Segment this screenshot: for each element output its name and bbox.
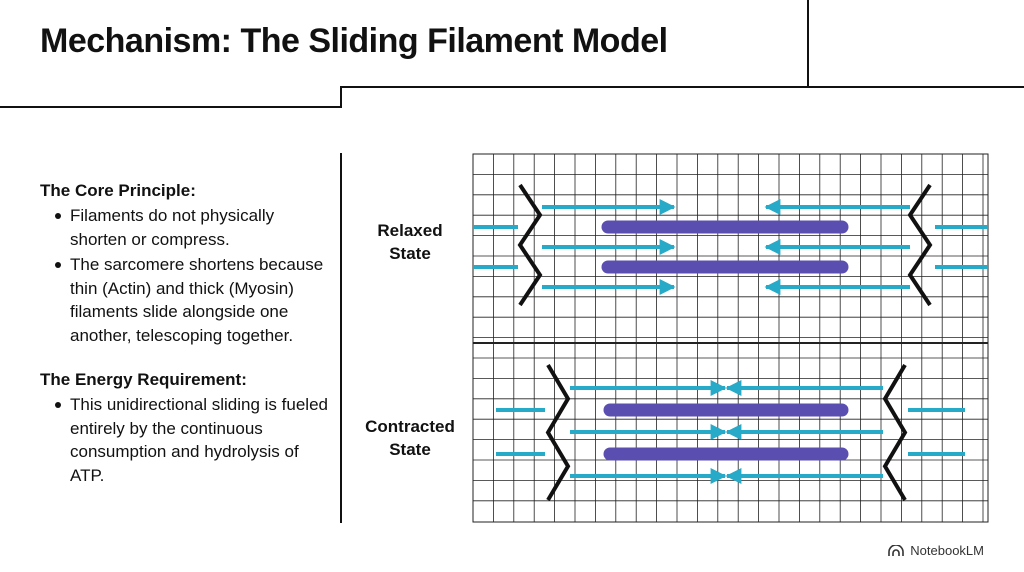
z-line	[517, 183, 543, 307]
contracted-state-label: Contracted State	[350, 415, 470, 461]
bullet-dot	[55, 402, 61, 408]
explanation-column: The Core Principle: Filaments do not phy…	[40, 180, 330, 509]
energy-requirement-heading: The Energy Requirement:	[40, 370, 247, 389]
energy-requirement-list: This unidirectional sliding is fueled en…	[40, 393, 330, 487]
core-principle-list: Filaments do not physically shorten or c…	[40, 204, 330, 347]
column-divider	[340, 153, 342, 523]
brand-mark: NotebookLM	[888, 543, 984, 558]
relaxed-state-label: Relaxed State	[350, 219, 470, 265]
notebooklm-logo-icon	[888, 544, 905, 556]
list-item: Filaments do not physically shorten or c…	[40, 204, 330, 251]
contracted-label-line2: State	[389, 440, 431, 459]
diagram-grid	[472, 153, 989, 523]
core-principle-heading: The Core Principle:	[40, 181, 196, 200]
bullet-dot	[55, 262, 61, 268]
header-rule-left	[0, 106, 342, 108]
bullet-text: The sarcomere shortens because thin (Act…	[70, 255, 324, 345]
contracted-sarcomere	[496, 363, 965, 502]
bullet-dot	[55, 213, 61, 219]
list-item: The sarcomere shortens because thin (Act…	[40, 253, 330, 347]
list-item: This unidirectional sliding is fueled en…	[40, 393, 330, 487]
header-rule-right	[340, 86, 1024, 88]
relaxed-label-line2: State	[389, 244, 431, 263]
brand-name: NotebookLM	[910, 543, 984, 558]
bullet-text: Filaments do not physically shorten or c…	[70, 206, 275, 249]
relaxed-sarcomere	[473, 183, 988, 307]
z-line	[545, 363, 571, 502]
relaxed-label-line1: Relaxed	[377, 221, 443, 240]
bullet-text: This unidirectional sliding is fueled en…	[70, 395, 328, 485]
header-rule-vertical	[807, 0, 809, 88]
page-title: Mechanism: The Sliding Filament Model	[40, 22, 668, 60]
header-rule-step	[340, 86, 342, 108]
contracted-label-line1: Contracted	[365, 417, 455, 436]
z-line	[882, 363, 908, 502]
z-line	[907, 183, 933, 307]
